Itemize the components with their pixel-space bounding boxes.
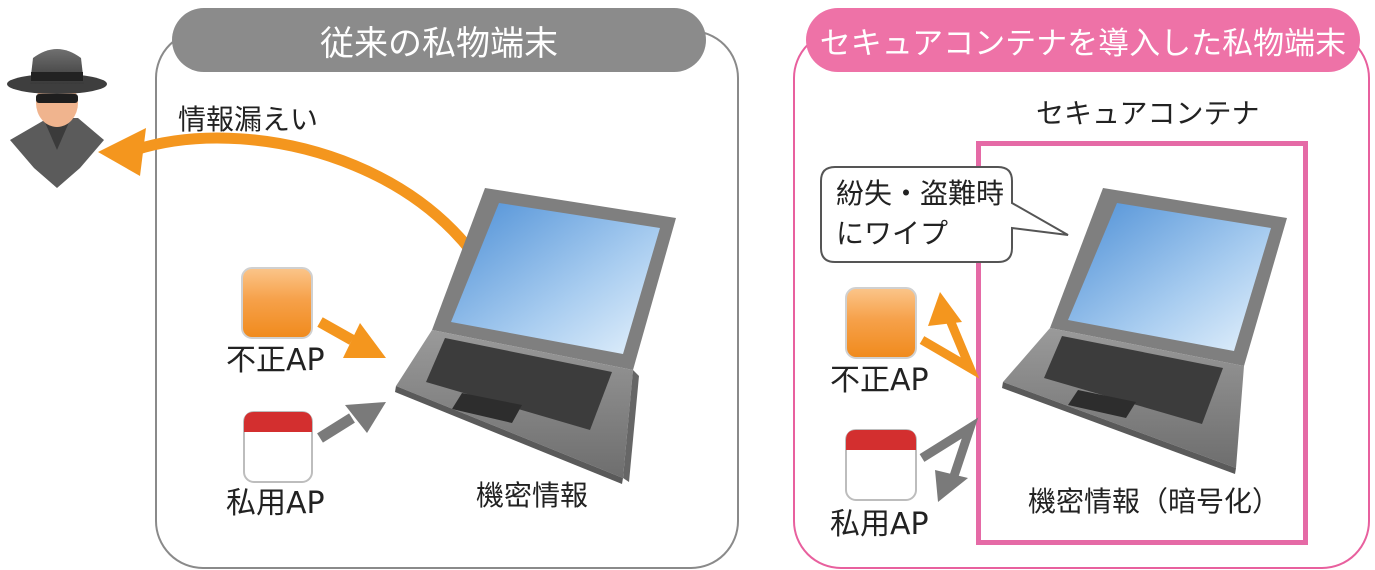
secure-container-device-title: セキュアコンテナを導入した私物端末 (806, 8, 1360, 72)
secure-container-box (976, 141, 1308, 545)
private-ap-bounce-arrow (919, 417, 979, 484)
rogue-ap-label-right: 不正AP (830, 363, 929, 398)
wipe-bubble-text: 紛失・盗難時 にワイプ (836, 174, 1004, 254)
conventional-device-title: 従来の私物端末 (172, 8, 706, 72)
secure-container-label: セキュアコンテナ (1036, 97, 1260, 130)
wipe-bubble-line-1: 紛失・盗難時 (836, 177, 1005, 210)
hacker-icon (7, 49, 107, 188)
rogue-ap-icon-left (241, 267, 313, 339)
rogue-ap-bounce-arrow (919, 318, 980, 379)
laptop-label-right: 機密情報（暗号化） (1028, 485, 1281, 518)
laptop-label-left: 機密情報 (476, 479, 589, 512)
private-ap-icon-left (243, 411, 313, 483)
private-ap-label-left: 私用AP (226, 486, 325, 521)
leak-label: 情報漏えい (178, 103, 319, 136)
private-ap-icon-right (845, 429, 917, 501)
private-ap-label-right: 私用AP (830, 507, 929, 542)
rogue-ap-label-left: 不正AP (226, 343, 325, 378)
wipe-speech-bubble (820, 166, 1069, 263)
rogue-ap-icon-right (845, 287, 917, 359)
laptop-left (395, 188, 676, 484)
laptop-right (1002, 188, 1287, 474)
wipe-bubble-line-2: にワイプ (836, 217, 949, 250)
private-ap-arrow-left (317, 413, 355, 443)
rogue-ap-arrow-left (317, 317, 355, 345)
